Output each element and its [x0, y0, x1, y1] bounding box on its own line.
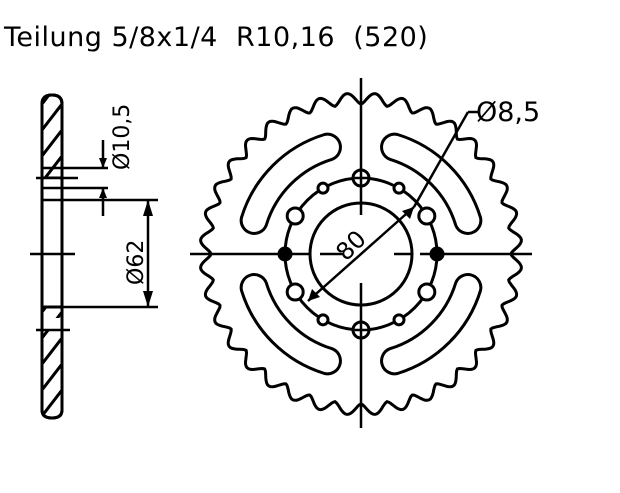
plate-outline: [40, 93, 64, 420]
bolt-hole-dim-label: Ø8,5: [476, 97, 540, 128]
kidney-slot: [380, 132, 483, 235]
bolt-hole-small: [316, 313, 330, 327]
kidney-slot: [239, 132, 342, 235]
bolt-hole-large: [417, 206, 437, 226]
side-view: [30, 93, 158, 420]
front-view: [190, 78, 532, 428]
kidney-slot: [380, 273, 483, 376]
kidney-slots: [239, 132, 483, 376]
bolt-hole-large: [285, 282, 305, 302]
bolt-hole-large: [417, 282, 437, 302]
kidney-slot: [239, 273, 342, 376]
bore-diameter-line: [307, 206, 415, 302]
bolt-hole-small: [392, 181, 406, 195]
bolt-hole-small: [392, 313, 406, 327]
plate-section-top: [40, 93, 64, 180]
drawing-title: Teilung 5/8x1/4 R10,16 (520): [4, 22, 429, 53]
bolt-hole-large: [285, 206, 305, 226]
dim-hub-label: Ø62: [124, 240, 149, 285]
dim-hole-label: Ø10,5: [110, 104, 135, 170]
bolt-hole-leader: [412, 111, 470, 208]
bolt-hole-small: [316, 181, 330, 195]
